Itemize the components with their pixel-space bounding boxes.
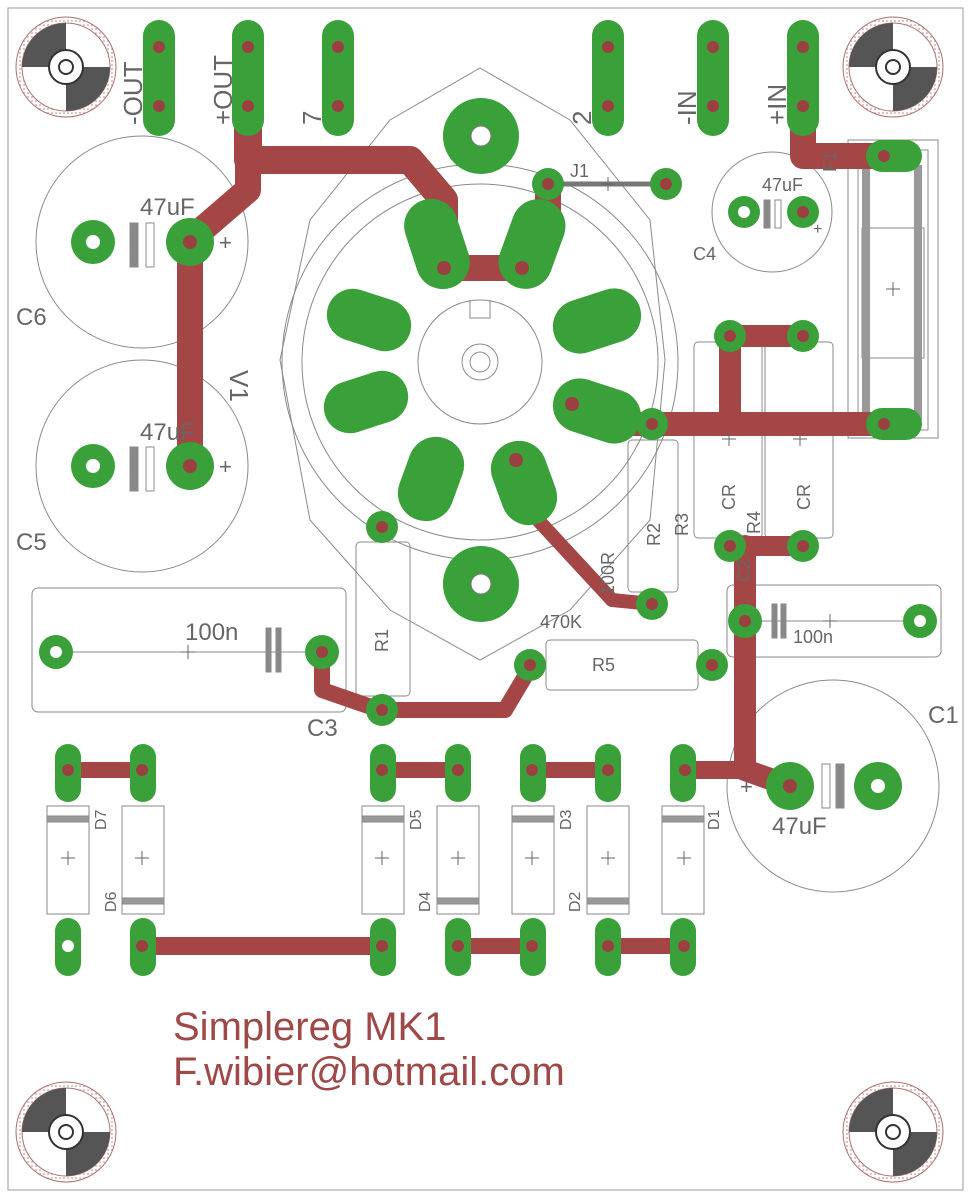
c6-value: 47uF [140,194,195,221]
c4-value: 47uF [762,175,803,195]
c6-ref: C6 [16,304,47,331]
v1-ref: V1 [224,370,254,402]
c2-value: 100n [793,627,833,647]
c3-ref: C3 [307,715,338,742]
diode-label-d5: D5 [408,809,425,830]
r5-ref: R5 [592,655,615,675]
diode-label-d7: D7 [93,809,110,830]
c1-plus: + [740,774,753,799]
silkscreen-outlines [31,67,942,915]
label-minus-in: -IN [672,90,702,125]
drill-holes [50,41,926,952]
c5-plus: + [219,454,232,479]
author-email: F.wibier@hotmail.com [173,1050,565,1094]
r3-ref: R3 [672,513,692,536]
board-title: Simplereg MK1 [173,1005,446,1049]
diode-label-d6: D6 [103,891,120,912]
cr-left-label: CR [719,484,739,510]
j1-ref: J1 [570,161,589,181]
label-plus-out: +OUT [208,55,238,125]
label-seven: 7 [297,111,327,125]
diode-label-d1: D1 [706,809,723,830]
tube-mount-holes [470,125,492,595]
diode-label-d3: D3 [558,809,575,830]
c6-plus: + [219,230,232,255]
mounting-hole-bottom-left [15,1081,117,1183]
c3-value: 100n [185,619,238,646]
c2-ref: C2 [734,559,754,582]
label-minus-out: -OUT [118,61,148,125]
r4-ref: R4 [744,511,764,534]
c1-value: 47uF [772,813,827,840]
c1-ref: C1 [928,702,959,729]
cr-right-label: CR [794,484,814,510]
c5-ref: C5 [16,529,47,556]
mounting-hole-top-left [15,16,117,118]
f1-ref: F1 [820,151,840,172]
label-plus-in: +IN [762,84,792,125]
c4-ref: C4 [693,244,716,264]
mounting-hole-top-right [842,16,944,118]
r1-ref: R1 [372,629,392,652]
r3-value: 100R [598,552,618,595]
c4-plus: + [813,221,822,238]
plus-marks [61,177,900,865]
r2-ref: R2 [644,523,664,546]
label-two: 2 [567,111,597,125]
mounting-hole-bottom-right [842,1081,944,1183]
diode-label-d4: D4 [417,891,434,912]
c5-value: 47uF [140,419,195,446]
diode-label-d2: D2 [567,891,584,912]
r5-value: 470K [540,612,582,632]
